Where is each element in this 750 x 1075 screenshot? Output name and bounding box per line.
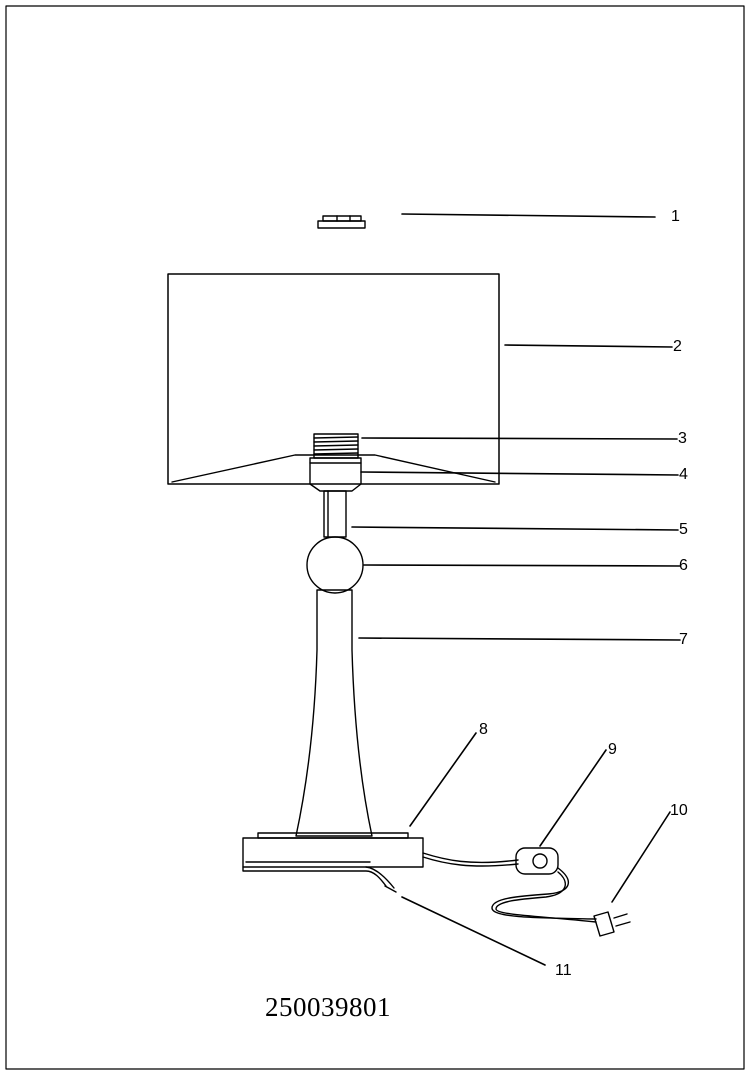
callout-5: 5 bbox=[679, 521, 688, 538]
page-border bbox=[5, 5, 745, 1070]
callout-6: 6 bbox=[679, 557, 688, 574]
callout-3: 3 bbox=[678, 430, 687, 447]
callout-1: 1 bbox=[671, 208, 680, 225]
part-8-base bbox=[242, 832, 424, 889]
leader-5 bbox=[351, 526, 679, 531]
model-number: 250039801 bbox=[265, 992, 391, 1022]
leader-2 bbox=[504, 344, 673, 348]
leader-8 bbox=[409, 732, 477, 827]
callout-9: 9 bbox=[608, 741, 617, 758]
callout-8: 8 bbox=[479, 721, 488, 738]
leader-4 bbox=[360, 471, 679, 476]
part-6-ball bbox=[306, 536, 364, 594]
callout-4: 4 bbox=[679, 466, 688, 483]
part-5-tube bbox=[323, 490, 347, 538]
callout-10: 10 bbox=[670, 802, 688, 819]
callout-2: 2 bbox=[673, 338, 682, 355]
leader-1 bbox=[401, 213, 656, 218]
leader-9 bbox=[539, 749, 607, 847]
part-1-finial bbox=[317, 215, 366, 229]
part-9-dimmer-switch bbox=[422, 847, 597, 923]
leader-10 bbox=[611, 811, 671, 903]
leader-6 bbox=[363, 564, 681, 567]
callout-11: 11 bbox=[555, 962, 572, 979]
leader-lines bbox=[351, 213, 681, 966]
leader-3 bbox=[361, 437, 678, 440]
leader-7 bbox=[358, 637, 681, 641]
part-2-lamp-shade bbox=[167, 273, 500, 485]
part-7-stem bbox=[295, 589, 373, 837]
part-11-cord-exit bbox=[384, 885, 397, 893]
callout-7: 7 bbox=[679, 631, 688, 648]
part-10-plug bbox=[593, 911, 631, 937]
part-4-socket-collar bbox=[309, 457, 362, 492]
leader-11 bbox=[401, 896, 546, 966]
